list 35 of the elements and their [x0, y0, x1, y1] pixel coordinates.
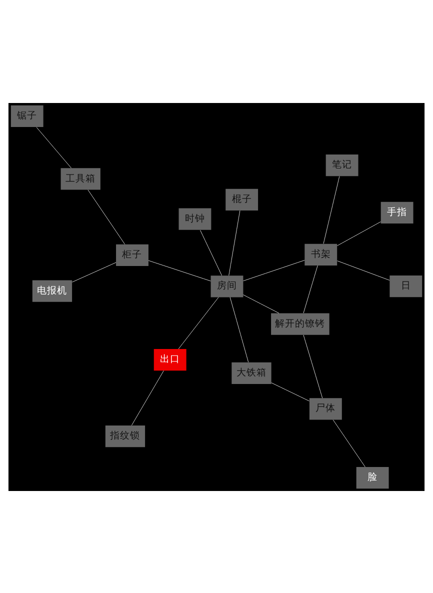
- connector: [332, 419, 366, 467]
- node-box: 房间: [210, 275, 244, 297]
- connector: [271, 382, 310, 401]
- node-box: 锯子: [10, 104, 44, 127]
- node-box: 棍子: [226, 188, 258, 210]
- connector: [228, 210, 240, 276]
- connector: [303, 334, 323, 398]
- connector: [36, 126, 72, 168]
- connector: [88, 189, 126, 244]
- node-box: 笔记: [326, 154, 358, 176]
- node-box: 书架: [304, 243, 338, 266]
- node-box: 大铁箱: [232, 362, 272, 384]
- connector: [131, 370, 164, 426]
- node-box: 脸: [356, 466, 389, 488]
- connector: [323, 176, 340, 244]
- connector: [148, 260, 211, 281]
- node-box: 手指: [380, 201, 414, 224]
- connector: [72, 262, 116, 282]
- connector: [337, 260, 390, 280]
- connector: [230, 296, 249, 362]
- node-box: 工具箱: [60, 168, 100, 190]
- node-box: 时钟: [178, 208, 212, 230]
- node-box: 日: [390, 275, 422, 297]
- node-box: 电报机: [32, 280, 72, 302]
- connector: [178, 296, 219, 349]
- node-box: 尸体: [309, 398, 342, 420]
- connector: [336, 221, 381, 246]
- node-box: 指纹锁: [105, 425, 146, 447]
- node-box: 柜子: [116, 244, 148, 266]
- node-box: 出口: [154, 348, 186, 370]
- connector: [243, 260, 305, 281]
- connector: [242, 294, 280, 313]
- connector: [200, 229, 222, 276]
- node-box: 解开的镣铐: [271, 312, 330, 334]
- connector: [303, 264, 318, 313]
